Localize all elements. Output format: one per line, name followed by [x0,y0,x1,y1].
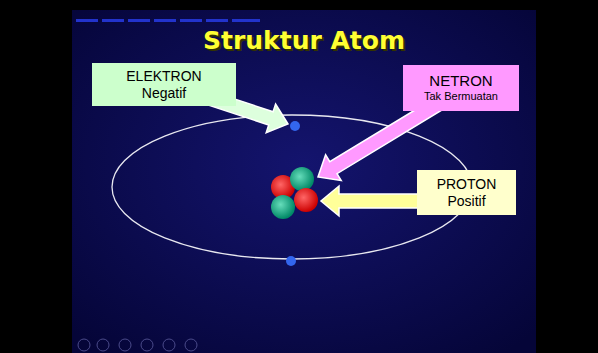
particle-name: PROTON [425,176,508,193]
toolbar-icons [78,339,197,351]
callout-arrow [321,186,430,216]
slide-background [72,10,536,353]
slide-title: Struktur Atom [72,26,536,55]
particle-name: NETRON [411,72,511,90]
neutron-label: NETRONTak Bermuatan [403,65,519,111]
charge-label: Positif [425,193,508,210]
charge-label: Tak Bermuatan [411,90,511,103]
charge-label: Negatif [100,85,228,102]
electron [290,121,300,131]
electron [286,256,296,266]
nucleus [271,167,318,219]
electron-label: ELEKTRONNegatif [92,63,236,106]
particle-name: ELEKTRON [100,68,228,85]
proton-label: PROTONPositif [417,170,516,215]
top-bar [76,19,260,22]
